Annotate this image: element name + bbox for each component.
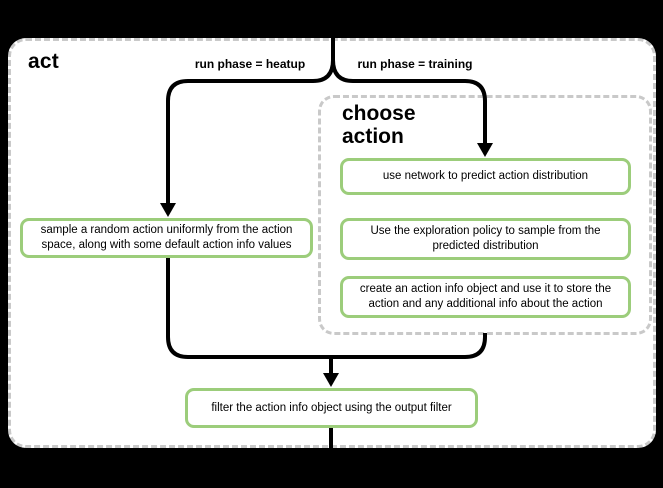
choose-action-label: choose action [342, 102, 416, 149]
node-create-action-info: create an action info object and use it … [340, 276, 631, 318]
edge-label-training: run phase = training [357, 57, 473, 71]
node-sample-random-action: sample a random action uniformly from th… [20, 218, 313, 258]
node-filter-action-info: filter the action info object using the … [185, 388, 478, 428]
node-exploration-policy: Use the exploration policy to sample fro… [340, 218, 631, 260]
edge-label-heatup: run phase = heatup [194, 57, 306, 71]
node-use-network: use network to predict action distributi… [340, 158, 631, 195]
act-label: act [28, 50, 59, 73]
